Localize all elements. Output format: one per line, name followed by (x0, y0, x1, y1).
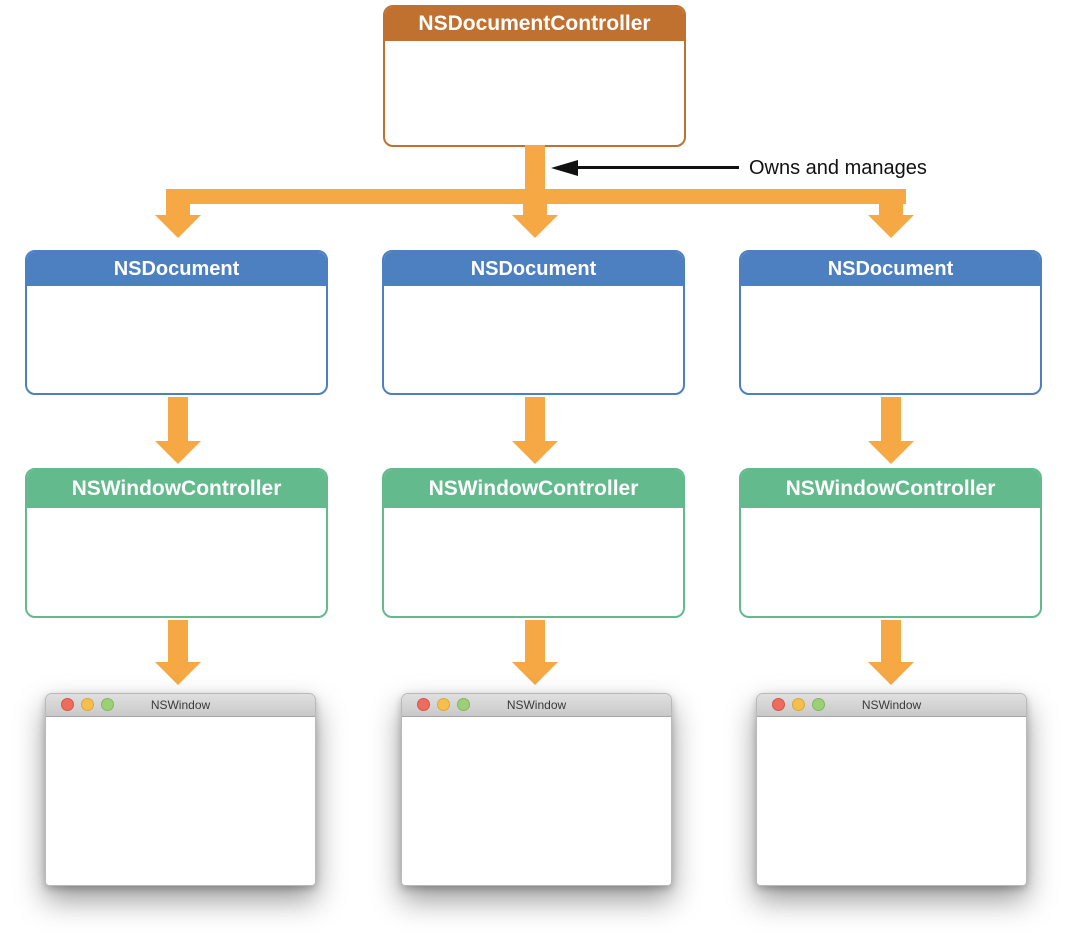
arrowhead-down-icon (868, 441, 914, 464)
arrowhead-down-icon (512, 662, 558, 685)
nsdocument-header: NSDocument (27, 252, 326, 286)
close-traffic-light-icon (417, 698, 430, 711)
nsdocument-box-2: NSDocument (382, 250, 685, 395)
nsdocumentcontroller-header: NSDocumentController (385, 7, 684, 41)
nsdocument-header: NSDocument (384, 252, 683, 286)
flow-arrow-document-to-controller-3 (881, 397, 901, 443)
nswindow-2: NSWindow (401, 693, 672, 886)
nswindowcontroller-box-3: NSWindowController (739, 468, 1042, 618)
connector-arrow-middle-shaft (523, 195, 547, 216)
nsdocument-label: NSDocument (827, 258, 954, 280)
nsdocument-box-3: NSDocument (739, 250, 1042, 395)
arrowhead-down-icon (868, 662, 914, 685)
close-traffic-light-icon (61, 698, 74, 711)
arrowhead-down-icon (155, 662, 201, 685)
nswindowcontroller-label: NSWindowController (71, 477, 282, 500)
window-titlebar: NSWindow (757, 694, 1026, 717)
minimize-traffic-light-icon (437, 698, 450, 711)
owns-and-manages-label: Owns and manages (749, 157, 927, 179)
window-title: NSWindow (150, 698, 211, 712)
nswindowcontroller-header: NSWindowController (27, 470, 326, 508)
connector-arrow-left-shaft (166, 195, 190, 216)
nsdocument-box-1: NSDocument (25, 250, 328, 395)
nswindowcontroller-label: NSWindowController (428, 477, 639, 500)
nsdocument-label: NSDocument (113, 258, 240, 280)
window-titlebar: NSWindow (46, 694, 315, 717)
nswindowcontroller-label: NSWindowController (785, 477, 996, 500)
annotation-arrow-line (575, 166, 739, 169)
nswindow-3: NSWindow (756, 693, 1027, 886)
connector-arrow-right-shaft (879, 195, 903, 216)
nswindow-1: NSWindow (45, 693, 316, 886)
arrowhead-down-icon (155, 215, 201, 238)
flow-arrow-controller-to-window-1 (168, 620, 188, 664)
nsdocument-label: NSDocument (470, 258, 597, 280)
arrowhead-down-icon (868, 215, 914, 238)
nswindowcontroller-header: NSWindowController (741, 470, 1040, 508)
zoom-traffic-light-icon (457, 698, 470, 711)
minimize-traffic-light-icon (792, 698, 805, 711)
connector-trunk (525, 145, 545, 195)
arrowhead-down-icon (512, 441, 558, 464)
zoom-traffic-light-icon (101, 698, 114, 711)
nswindowcontroller-box-2: NSWindowController (382, 468, 685, 618)
nswindowcontroller-box-1: NSWindowController (25, 468, 328, 618)
nswindowcontroller-header: NSWindowController (384, 470, 683, 508)
flow-arrow-document-to-controller-1 (168, 397, 188, 443)
flow-arrow-document-to-controller-2 (525, 397, 545, 443)
arrowhead-down-icon (155, 441, 201, 464)
window-title: NSWindow (506, 698, 567, 712)
nsdocumentcontroller-box: NSDocumentController (383, 5, 686, 147)
arrowhead-down-icon (512, 215, 558, 238)
window-titlebar: NSWindow (402, 694, 671, 717)
nsdocumentcontroller-label: NSDocumentController (418, 12, 651, 35)
close-traffic-light-icon (772, 698, 785, 711)
flow-arrow-controller-to-window-3 (881, 620, 901, 664)
minimize-traffic-light-icon (81, 698, 94, 711)
annotation-arrowhead-left-icon (551, 160, 578, 176)
window-title: NSWindow (861, 698, 922, 712)
flow-arrow-controller-to-window-2 (525, 620, 545, 664)
zoom-traffic-light-icon (812, 698, 825, 711)
nsdocument-header: NSDocument (741, 252, 1040, 286)
